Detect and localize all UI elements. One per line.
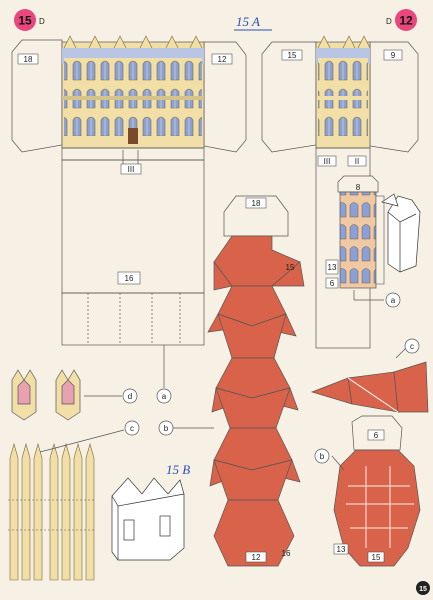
callout-b-right: [314, 448, 330, 464]
roof-sketch: [111, 477, 185, 561]
badge-letter-left: D: [39, 17, 45, 26]
box-sketch: [381, 193, 421, 273]
callout-b-left-text: b: [164, 424, 169, 433]
label-9-top: 9: [391, 51, 396, 60]
label-8: 8: [356, 183, 361, 192]
label-15-roof: 15: [372, 553, 381, 562]
title-15b: 15 B: [166, 462, 190, 477]
callout-b-right-text: b: [320, 452, 325, 461]
page-badge-right-text: 12: [399, 14, 413, 28]
roof-chain: [207, 195, 305, 567]
callout-c-right: [404, 338, 420, 354]
label-15-chain: 15: [286, 263, 295, 272]
label-12-top: 12: [218, 55, 227, 64]
page-badge-right: [395, 9, 417, 31]
callout-a-left-text: a: [162, 392, 167, 401]
pinnacles: [8, 442, 96, 581]
window-pieces-d: [11, 369, 81, 421]
callout-c-right-text: c: [410, 342, 414, 351]
label-6-side: 6: [330, 279, 335, 288]
page-number: 15: [419, 586, 427, 593]
callout-b-left: [158, 420, 174, 436]
callout-d-left: [122, 388, 138, 404]
label-12-chain: 12: [252, 553, 261, 562]
label-16-chain: 16: [282, 549, 291, 558]
page-badge-left: [14, 9, 36, 31]
label-18-top: 18: [24, 55, 33, 64]
right-facade: [316, 35, 371, 136]
label-6-roof: 6: [374, 431, 379, 440]
callout-a-right-text: a: [391, 296, 396, 305]
badge-letter-right: D: [386, 17, 392, 26]
label-13-roof: 13: [337, 545, 346, 554]
label-16: 16: [125, 274, 134, 283]
roman-iii-left: III: [128, 165, 135, 174]
callout-d-left-text: d: [128, 392, 132, 401]
callout-c-left: [124, 420, 140, 436]
left-facade: [62, 35, 204, 144]
tower-piece: [337, 175, 385, 289]
roman-ii-right: II: [355, 157, 359, 166]
label-13-side: 13: [328, 263, 337, 272]
roof-piece-c: [310, 361, 429, 413]
title-15a: 15 A: [236, 14, 260, 29]
page-number-badge: [416, 581, 430, 595]
label-18-chain: 18: [252, 199, 261, 208]
label-15-top: 15: [288, 51, 297, 60]
callout-a-left: [156, 388, 172, 404]
callout-a-right: [385, 292, 401, 308]
page-badge-left-text: 15: [18, 14, 32, 28]
callout-c-left-text: c: [130, 424, 134, 433]
roman-iii-right: III: [324, 157, 331, 166]
